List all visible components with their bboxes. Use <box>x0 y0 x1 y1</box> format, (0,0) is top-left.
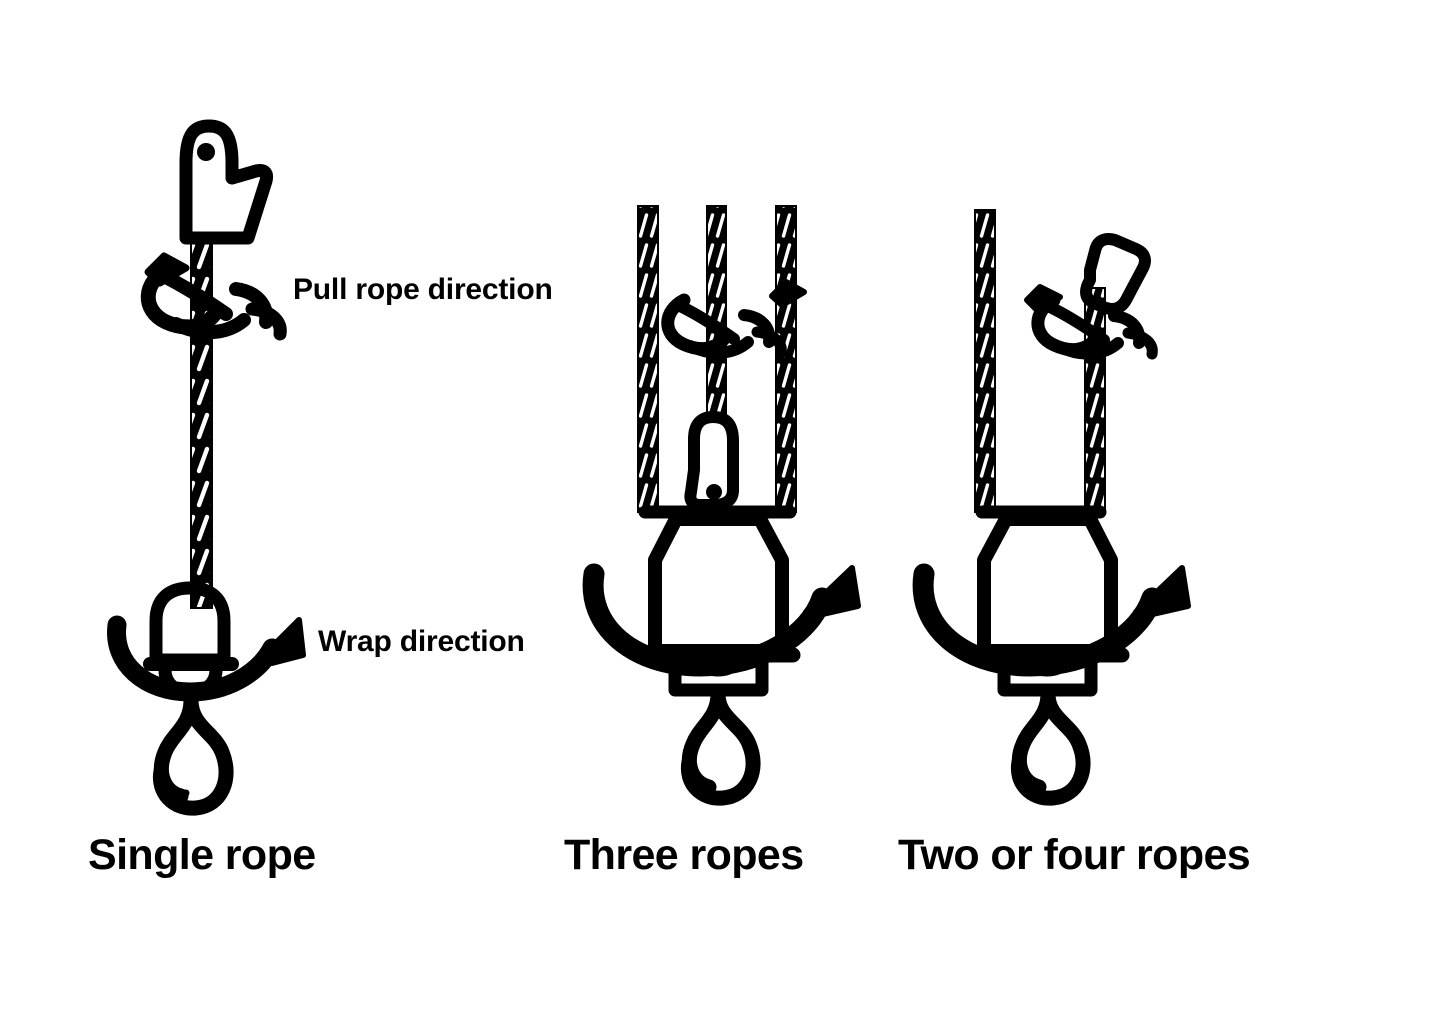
figure-three-ropes <box>582 205 861 806</box>
wire-rope-icon <box>974 209 996 513</box>
hook-block-icon <box>637 512 801 663</box>
hook-icon <box>1010 686 1091 806</box>
wedge-socket-icon <box>179 119 274 245</box>
wrap-direction-label: Wrap direction <box>318 625 525 658</box>
helical-pull-arrow-icon <box>661 279 807 359</box>
hook-icon <box>152 692 234 816</box>
wire-rope-icon <box>775 205 797 513</box>
helical-pull-arrow-icon <box>140 252 287 341</box>
caption-two-or-four-ropes: Two or four ropes <box>898 831 1251 879</box>
hook-block-icon <box>966 512 1130 663</box>
wedge-socket-icon <box>684 411 739 511</box>
curved-wrap-arrow-icon <box>582 563 861 677</box>
wire-rope-icon <box>637 205 659 513</box>
pull-rope-direction-label: Pull rope direction <box>293 273 553 306</box>
wire-rope-icon <box>1084 287 1106 513</box>
curved-wrap-arrow-icon <box>107 615 306 702</box>
caption-three-ropes: Three ropes <box>564 831 804 879</box>
wedge-socket-icon <box>1080 233 1151 315</box>
figure-single-rope <box>107 119 306 816</box>
helical-pull-arrow-icon <box>1024 284 1158 360</box>
curved-wrap-arrow-icon <box>912 563 1191 677</box>
figure-two-or-four-ropes <box>912 209 1191 806</box>
wire-rope-icon <box>706 205 727 420</box>
hook-icon <box>680 686 761 806</box>
caption-single-rope: Single rope <box>88 831 316 879</box>
